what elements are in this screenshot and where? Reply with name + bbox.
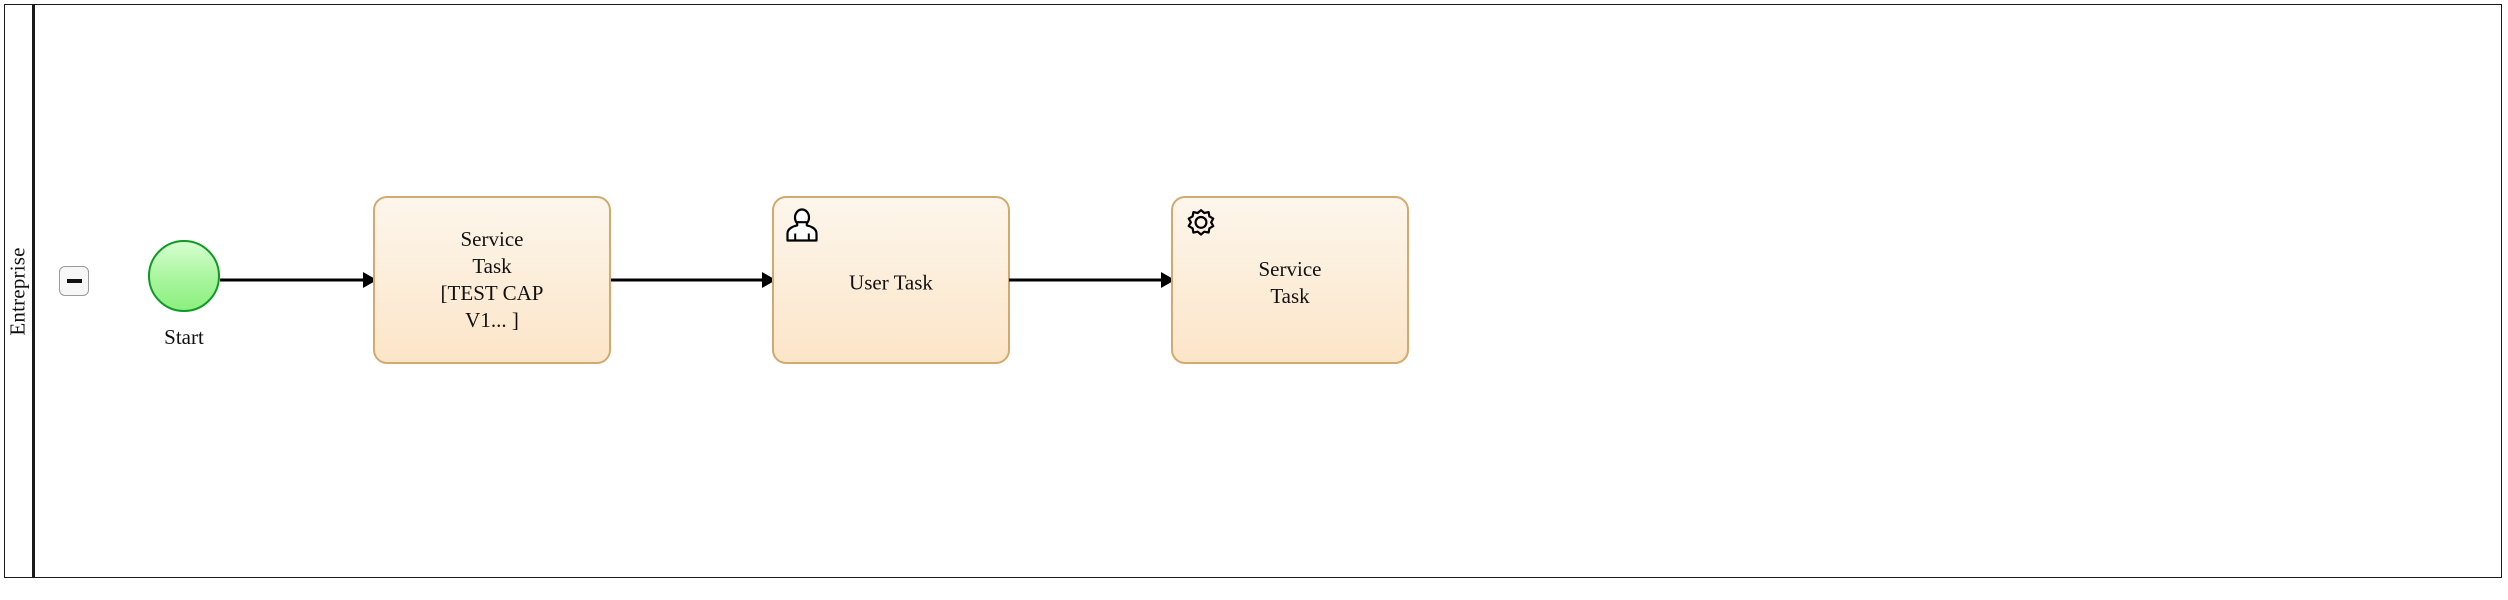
collapse-pool-button[interactable] xyxy=(59,266,89,296)
task-service-2-label: Service Task xyxy=(1258,257,1322,309)
start-event[interactable] xyxy=(148,240,220,312)
task-user[interactable]: User Task xyxy=(772,196,1010,364)
task-service-1-label: Service Task [TEST CAP V1... ] xyxy=(440,227,544,332)
gear-icon xyxy=(1182,207,1220,245)
sequence-flow-service1-to-user[interactable] xyxy=(611,270,776,290)
sequence-flow-start-to-service1[interactable] xyxy=(220,270,377,290)
task-user-label: User Task xyxy=(849,270,933,295)
pool-header[interactable]: Entreprise xyxy=(5,5,35,577)
minus-icon xyxy=(66,279,82,283)
sequence-flow-user-to-service2[interactable] xyxy=(1009,270,1175,290)
task-service-1[interactable]: Service Task [TEST CAP V1... ] xyxy=(373,196,611,364)
task-service-2[interactable]: Service Task xyxy=(1171,196,1409,364)
pool-name-label: Entreprise xyxy=(6,246,31,336)
start-event-label: Start xyxy=(164,325,204,349)
user-icon xyxy=(783,207,821,245)
